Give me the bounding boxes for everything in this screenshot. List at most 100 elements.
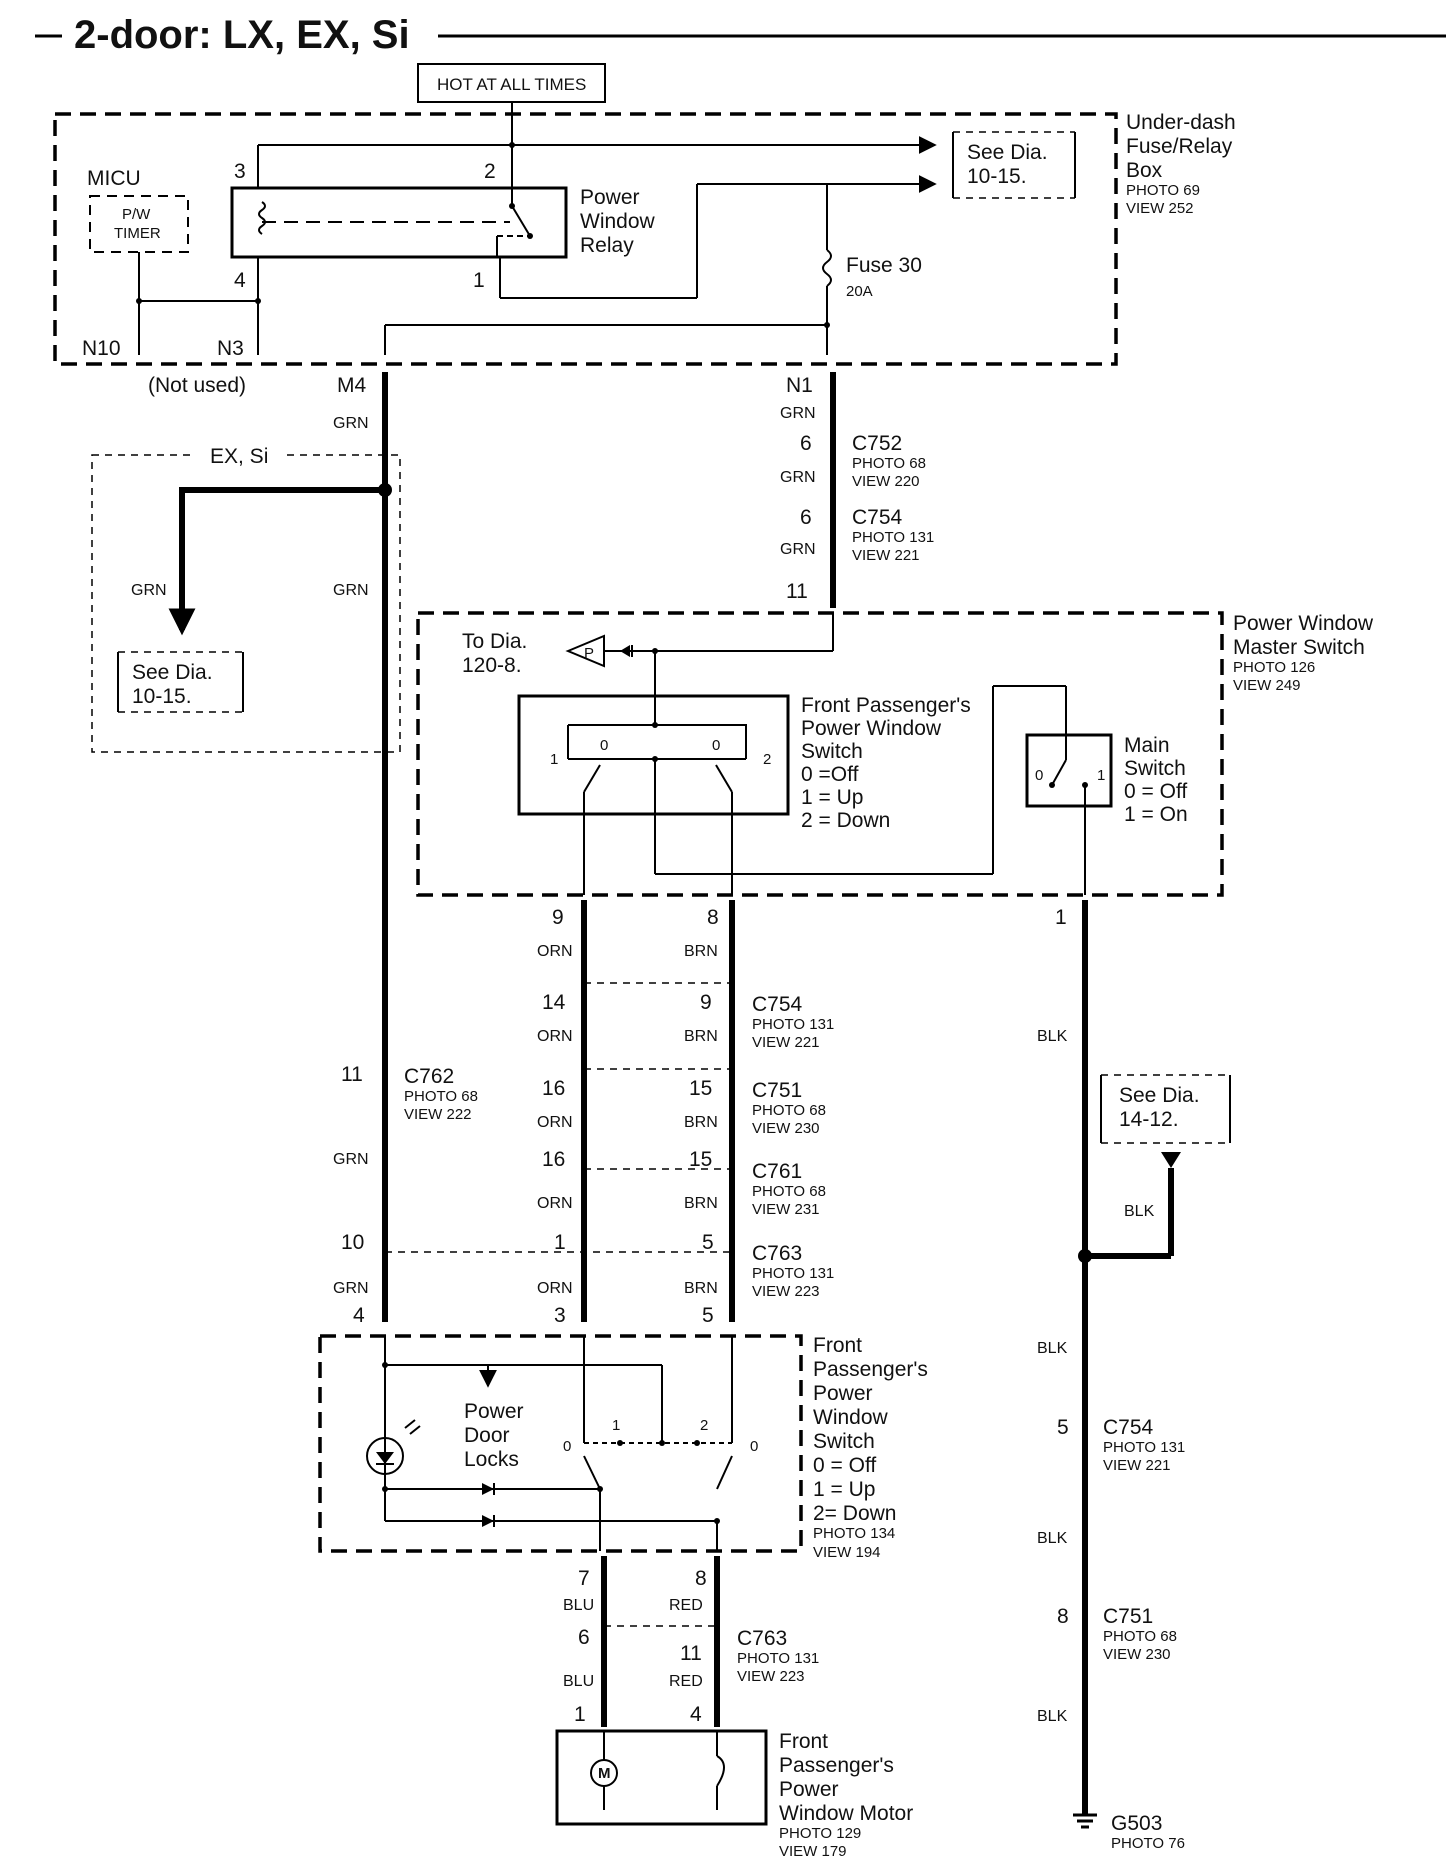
grn-wire-m4: GRN GRN GRN GRN [333, 372, 392, 1322]
blu-red-wires: BLU RED 6 11 C763 PHOTO 131 VIEW 223 BLU… [563, 1556, 819, 1727]
ground-photo: PHOTO 76 [1111, 1835, 1185, 1852]
ps-in-3: 3 [554, 1304, 566, 1327]
ps-name-2: Passenger's [813, 1358, 928, 1381]
ps-state-1: 1 = Up [813, 1478, 875, 1501]
wire-red-2: RED [669, 1673, 703, 1690]
fuse-box-wiring [136, 102, 937, 355]
fp-sw-pos-1: 1 [550, 751, 558, 768]
wire-color-grn-2: GRN [333, 582, 369, 599]
c754-top-photo: PHOTO 131 [852, 529, 934, 546]
wire-blk-4: BLK [1037, 1530, 1068, 1547]
to-dia-1: To Dia. [462, 630, 527, 653]
ps-photo: PHOTO 134 [813, 1525, 895, 1542]
relay-name-3: Relay [580, 234, 634, 257]
not-used-note: (Not used) [148, 374, 246, 397]
ps-name-4: Window [813, 1406, 889, 1429]
master-out-9: 9 [552, 906, 564, 929]
master-name-1: Power Window [1233, 612, 1374, 635]
master-p-label: P [584, 645, 594, 662]
main-switch-state-0: 0 = Off [1124, 780, 1187, 803]
terminal-n10: N10 [82, 337, 121, 360]
wire-color-grn-n1-1: GRN [780, 405, 816, 422]
ps-sw-1: 1 [612, 1417, 620, 1434]
c762-photo: PHOTO 68 [404, 1088, 478, 1105]
fp-sw-pos-0b: 0 [712, 737, 720, 754]
wire-orn-2: ORN [537, 1028, 573, 1045]
c754-mid-pin-a: 14 [542, 991, 566, 1014]
ps-name-3: Power [813, 1382, 873, 1405]
pdl-1: Power [464, 1400, 524, 1423]
wire-color-grn-4: GRN [333, 1280, 369, 1297]
wire-brn-2: BRN [684, 1028, 718, 1045]
c751-mid-name: C751 [752, 1079, 802, 1102]
wire-brn-1: BRN [684, 943, 718, 960]
relay-name-1: Power [580, 186, 640, 209]
ps-state-2: 2= Down [813, 1502, 896, 1525]
relay-pin-4: 4 [234, 269, 246, 292]
power-window-relay: 3 2 4 1 Power Window Relay [230, 160, 656, 292]
wire-blu-2: BLU [563, 1673, 594, 1690]
ground-name: G503 [1111, 1812, 1162, 1835]
micu-label: MICU [87, 167, 141, 190]
master-out-8: 8 [707, 906, 719, 929]
motor-pin-1: 1 [574, 1703, 586, 1726]
c763-low-view: VIEW 223 [737, 1668, 805, 1685]
terminal-m4: M4 [337, 374, 366, 397]
c754-blk-name: C754 [1103, 1416, 1154, 1439]
fp-switch-state-1: 1 = Up [801, 786, 863, 809]
c754-blk-photo: PHOTO 131 [1103, 1439, 1185, 1456]
ps-in-5: 5 [702, 1304, 714, 1327]
master-in-pin: 11 [786, 580, 808, 603]
c761-pin-b: 15 [689, 1148, 712, 1171]
c752-photo: PHOTO 68 [852, 455, 926, 472]
wire-blk-3: BLK [1037, 1340, 1068, 1357]
c754-mid-name: C754 [752, 993, 803, 1016]
c752-view: VIEW 220 [852, 473, 920, 490]
wire-color-grn-1: GRN [333, 415, 369, 432]
ps-out-8: 8 [695, 1567, 707, 1590]
motor-pin-4: 4 [690, 1703, 702, 1726]
see-dia-right-2: 14-12. [1119, 1108, 1179, 1131]
orn-brn-wires: ORN BRN 14 9 C754 PHOTO 131 VIEW 221 ORN… [341, 900, 834, 1327]
ps-view: VIEW 194 [813, 1544, 881, 1561]
c754-top-name: C754 [852, 506, 903, 529]
wire-blk-1: BLK [1037, 1028, 1068, 1045]
c763-low-pin-b: 11 [680, 1642, 702, 1665]
wire-color-grn-3: GRN [333, 1151, 369, 1168]
fp-switch-state-2: 2 = Down [801, 809, 890, 832]
see-dia-top-line2: 10-15. [967, 165, 1027, 188]
fuse-box-view: VIEW 252 [1126, 200, 1194, 217]
passenger-switch: Power Door Locks 0 1 2 0 Front Passenger… [318, 1334, 928, 1590]
main-switch-name-1: Main [1124, 734, 1170, 757]
pdl-3: Locks [464, 1448, 519, 1471]
see-diagram-10-15-top: See Dia. 10-15. [952, 131, 1076, 199]
motor-name-3: Power [779, 1778, 839, 1801]
fp-switch-name-1: Front Passenger's [801, 694, 971, 717]
motor-photo: PHOTO 129 [779, 1825, 861, 1842]
main-sw-pos-0: 0 [1035, 767, 1043, 784]
c751-blk-pin: 8 [1057, 1605, 1069, 1628]
grn-wire-n1: GRN 6 C752 PHOTO 68 VIEW 220 GRN 6 C754 … [780, 372, 934, 608]
wire-brn-4: BRN [684, 1195, 718, 1212]
c763-mid-pin-a: 1 [554, 1231, 566, 1254]
wire-blu-1: BLU [563, 1597, 594, 1614]
motor-name-1: Front [779, 1730, 828, 1753]
main-sw-pos-1: 1 [1097, 767, 1105, 784]
ps-name-5: Switch [813, 1430, 875, 1453]
c754-mid-view: VIEW 221 [752, 1034, 820, 1051]
c751-blk-name: C751 [1103, 1605, 1153, 1628]
opt-see-dia-2: 10-15. [132, 685, 192, 708]
c754-mid-photo: PHOTO 131 [752, 1016, 834, 1033]
fuse-box-name-3: Box [1126, 159, 1163, 182]
main-switch-state-1: 1 = On [1124, 803, 1188, 826]
fp-switch-state-0: 0 =Off [801, 763, 859, 786]
ex-si-option: EX, Si GRN See Dia. 10-15. [91, 444, 401, 753]
title-group: 2-door: LX, EX, Si [35, 13, 1446, 57]
motor-view: VIEW 179 [779, 1843, 847, 1860]
c761-name: C761 [752, 1160, 802, 1183]
c754-mid-pin-b: 9 [700, 991, 712, 1014]
main-switch-name-2: Switch [1124, 757, 1186, 780]
micu-timer-1: P/W [122, 206, 151, 223]
ps-state-0: 0 = Off [813, 1454, 876, 1477]
terminal-n3: N3 [217, 337, 244, 360]
